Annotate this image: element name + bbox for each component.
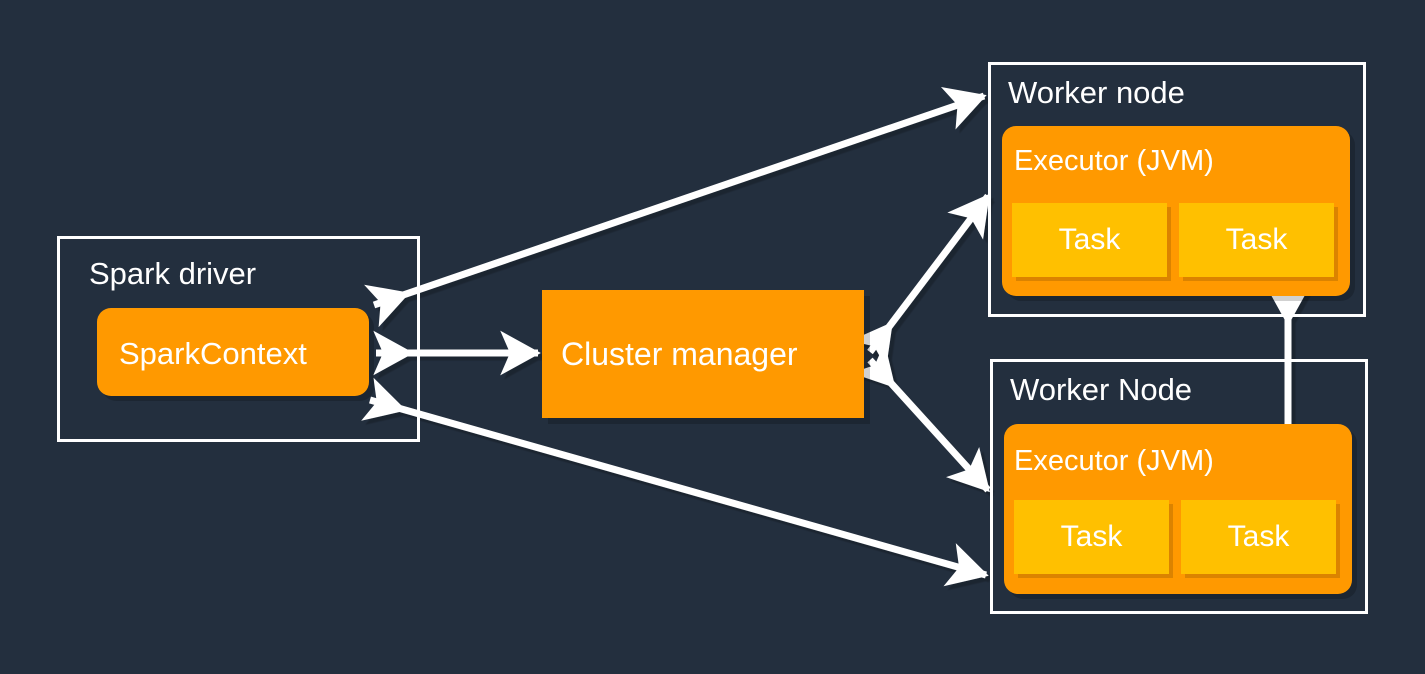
executor-top-label: Executor (JVM): [1014, 145, 1214, 177]
task-bottom-2-label: Task: [1227, 520, 1290, 553]
worker-node-top[interactable]: [988, 62, 1366, 317]
sparkcontext-block[interactable]: [97, 308, 369, 396]
arrow-driver-to-worker-bottom: [361, 377, 989, 587]
task-top-1-label: Task: [1058, 223, 1121, 256]
spark-driver-title: Spark driver: [89, 256, 257, 291]
task-tile-top-2[interactable]: Task: [1179, 203, 1334, 277]
sparkcontext-label: SparkContext: [119, 336, 307, 371]
cluster-manager-label: Cluster manager: [561, 336, 798, 372]
arrow-cluster-manager-to-worker-top: [850, 193, 991, 368]
cluster-manager-block[interactable]: [542, 290, 864, 418]
spark-driver-node[interactable]: [57, 236, 420, 442]
executor-bottom-label: Executor (JVM): [1014, 445, 1214, 477]
task-bottom-1-label: Task: [1060, 520, 1123, 553]
arrow-cluster-manager-to-worker-bottom: [851, 342, 991, 493]
task-tile-bottom-1[interactable]: Task: [1014, 500, 1169, 574]
task-tile-bottom-2[interactable]: Task: [1181, 500, 1336, 574]
worker-node-top-title: Worker node: [1008, 75, 1185, 110]
task-top-2-label: Task: [1225, 223, 1288, 256]
task-tile-top-1[interactable]: Task: [1012, 203, 1167, 277]
worker-node-bottom-title: Worker Node: [1010, 372, 1193, 407]
worker-node-bottom[interactable]: [990, 359, 1368, 614]
arrow-driver-to-worker-top: [364, 87, 987, 328]
